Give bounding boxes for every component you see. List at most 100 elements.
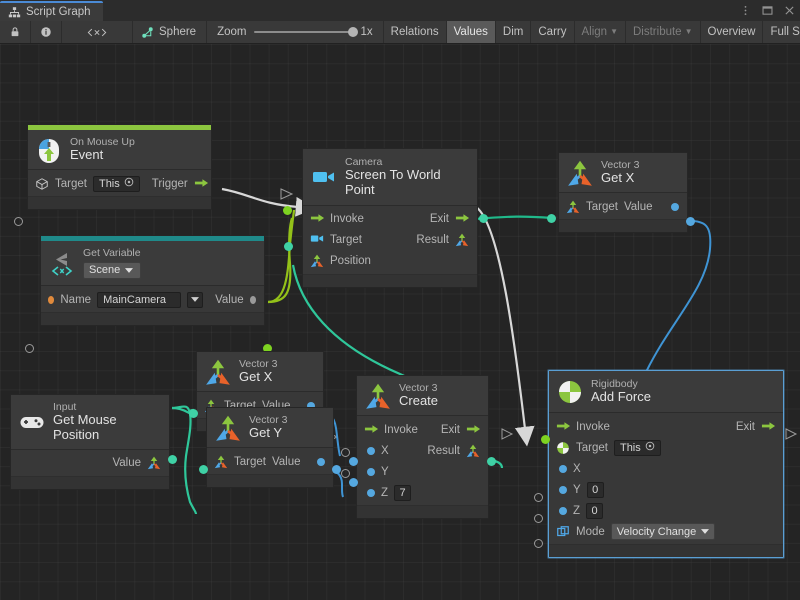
graph-object-button[interactable]: Sphere (133, 21, 208, 43)
toolbar-button-dim[interactable]: Dim (496, 21, 532, 43)
zoom-slider[interactable] (253, 27, 358, 37)
port-target-in[interactable] (14, 217, 23, 226)
info-button[interactable] (31, 21, 62, 43)
port-value-out[interactable] (263, 344, 272, 353)
port-row-target[interactable]: Target Result (303, 230, 477, 251)
port-camera-result-dot[interactable] (547, 214, 556, 223)
target-this-field[interactable]: This (92, 175, 140, 192)
vector3-port-icon[interactable] (310, 254, 324, 268)
port-row-y[interactable]: Y 0 (549, 479, 783, 500)
port-row-target[interactable]: Target Value (559, 196, 687, 217)
port-row-mode[interactable]: Mode Velocity Change (549, 521, 783, 542)
port-name-in-external[interactable] (25, 344, 34, 353)
node-get-variable[interactable]: Get Variable Scene Name MainCamera (25, 235, 272, 353)
control-flow-out-icon[interactable] (466, 423, 481, 437)
port-y-dot[interactable] (559, 485, 567, 494)
control-flow-in-icon[interactable] (556, 420, 571, 434)
toolbar-button-carry[interactable]: Carry (531, 21, 575, 43)
port-addforce-unconnected-y[interactable] (534, 493, 543, 502)
port-row-target[interactable]: Target This Trigger (28, 173, 211, 194)
port-value-out-dot[interactable] (671, 202, 679, 211)
mode-dropdown[interactable]: Velocity Change (610, 523, 716, 540)
toolbar-button-relations[interactable]: Relations (384, 21, 447, 43)
port-row-invoke[interactable]: Invoke Exit (303, 209, 477, 230)
close-icon[interactable] (783, 4, 796, 17)
port-z-dot[interactable] (367, 488, 375, 497)
port-value-out[interactable] (686, 217, 695, 226)
port-row-x[interactable]: X (549, 458, 783, 479)
port-y-in[interactable] (349, 478, 358, 487)
port-camera-result-out-dot[interactable] (479, 214, 488, 223)
toolbar-button-distribute[interactable]: Distribute ▼ (626, 21, 701, 43)
variable-name-dropdown[interactable] (187, 291, 204, 308)
port-value-out-dot[interactable] (317, 457, 325, 466)
port-value-out[interactable] (168, 455, 177, 464)
toolbar-button-overview[interactable]: Overview (701, 21, 764, 43)
port-x-in[interactable] (349, 457, 358, 466)
vector3-port-icon[interactable] (214, 455, 228, 469)
control-flow-out-icon[interactable] (455, 212, 470, 226)
port-row-z[interactable]: Z 0 (549, 500, 783, 521)
z-value-field[interactable]: 0 (586, 502, 604, 519)
port-create-unconnected-2[interactable] (341, 469, 350, 478)
variable-scope-dropdown[interactable]: Scene (83, 262, 141, 280)
port-row-z[interactable]: Z 7 (357, 482, 488, 503)
variable-name-field[interactable]: MainCamera (97, 291, 182, 308)
port-target-in[interactable] (199, 465, 208, 474)
code-button[interactable] (62, 21, 133, 43)
node-rigidbody-add-force[interactable]: Rigidbody Add Force Invoke Exit (541, 370, 784, 558)
node-camera-screen-to-world-point[interactable]: Camera Screen To World Point Invoke Exit (302, 148, 478, 288)
port-row-target[interactable]: Target Value (207, 451, 333, 472)
z-value-field[interactable]: 7 (394, 484, 412, 501)
port-camera-target-dot[interactable] (283, 206, 292, 215)
control-flow-in-icon[interactable] (364, 423, 379, 437)
control-flow-in-icon[interactable] (310, 212, 325, 226)
graph-canvas[interactable]: On Mouse Up Event Target This (0, 44, 800, 600)
node-vector3-create[interactable]: Vector 3 Create Invoke Exit (349, 375, 496, 519)
port-row-value[interactable]: Value (11, 453, 169, 474)
port-row-position[interactable]: Position (303, 251, 477, 272)
port-addforce-unconnected-z[interactable] (534, 514, 543, 523)
port-target-in[interactable] (189, 409, 198, 418)
vector3-port-icon[interactable] (566, 200, 580, 214)
lock-button[interactable] (0, 21, 31, 43)
port-row-target[interactable]: Target This (549, 437, 783, 458)
control-flow-out-icon[interactable] (761, 420, 776, 434)
port-value-out-dot[interactable] (249, 295, 256, 304)
port-value-out[interactable] (332, 465, 341, 474)
vector3-port-icon[interactable] (147, 456, 161, 470)
node-input-get-mouse-position[interactable]: Input Get Mouse Position Value (10, 394, 177, 490)
vector3-port-icon[interactable] (455, 233, 469, 247)
y-value-field[interactable]: 0 (586, 481, 604, 498)
port-row-y[interactable]: Y (357, 461, 488, 482)
tab-script-graph[interactable]: Script Graph (0, 1, 103, 21)
port-camera-position-dot[interactable] (284, 242, 293, 251)
port-result-out[interactable] (487, 457, 496, 466)
node-on-mouse-up[interactable]: On Mouse Up Event Target This (14, 124, 212, 226)
toolbar-button-values[interactable]: Values (446, 21, 496, 43)
port-name-in[interactable] (48, 295, 55, 304)
port-row-invoke[interactable]: Invoke Exit (357, 419, 488, 440)
control-flow-out-icon[interactable] (194, 177, 208, 191)
port-value-out-dot[interactable] (307, 401, 315, 410)
node-vector3-get-y-mid[interactable]: Vector 3 Get Y Target Value (199, 407, 341, 488)
toolbar-button-align[interactable]: Align ▼ (575, 21, 626, 43)
vector3-port-icon[interactable] (466, 444, 480, 458)
object-picker-icon[interactable] (124, 177, 134, 190)
port-row-name[interactable]: Name MainCamera Value (41, 289, 264, 310)
port-addforce-unconnected-mode[interactable] (534, 539, 543, 548)
port-x-dot[interactable] (559, 464, 567, 473)
toolbar-button-full-screen[interactable]: Full Screen (763, 21, 800, 43)
maximize-icon[interactable] (761, 4, 774, 17)
object-picker-icon[interactable] (645, 441, 655, 454)
zoom-control[interactable]: Zoom 1x (207, 21, 384, 43)
port-x-dot[interactable] (367, 446, 375, 455)
port-create-unconnected-1[interactable] (341, 448, 350, 457)
port-y-dot[interactable] (367, 467, 375, 476)
port-row-x[interactable]: X Result (357, 440, 488, 461)
port-invoke-in[interactable] (541, 435, 550, 444)
port-row-invoke[interactable]: Invoke Exit (549, 416, 783, 437)
zoom-slider-knob[interactable] (347, 27, 358, 37)
kebab-menu-icon[interactable] (739, 4, 752, 17)
node-vector3-get-x-top[interactable]: Vector 3 Get X Target Value (558, 152, 695, 233)
